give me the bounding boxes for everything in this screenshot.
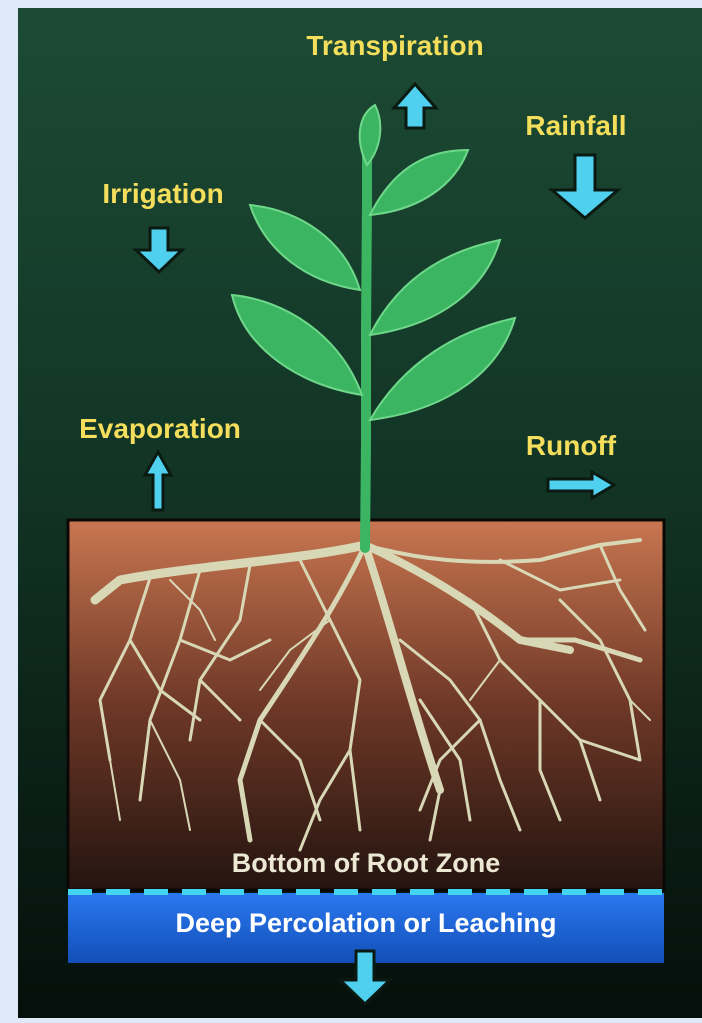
runoff-label: Runoff <box>526 430 617 461</box>
rainfall-label: Rainfall <box>525 110 626 141</box>
plant-stem <box>365 130 367 548</box>
transpiration-label: Transpiration <box>306 30 483 61</box>
deep-percolation-label: Deep Percolation or Leaching <box>175 908 556 938</box>
irrigation-label: Irrigation <box>102 178 223 209</box>
evaporation-label: Evaporation <box>79 413 241 444</box>
root-zone-bottom-label: Bottom of Root Zone <box>232 848 500 878</box>
